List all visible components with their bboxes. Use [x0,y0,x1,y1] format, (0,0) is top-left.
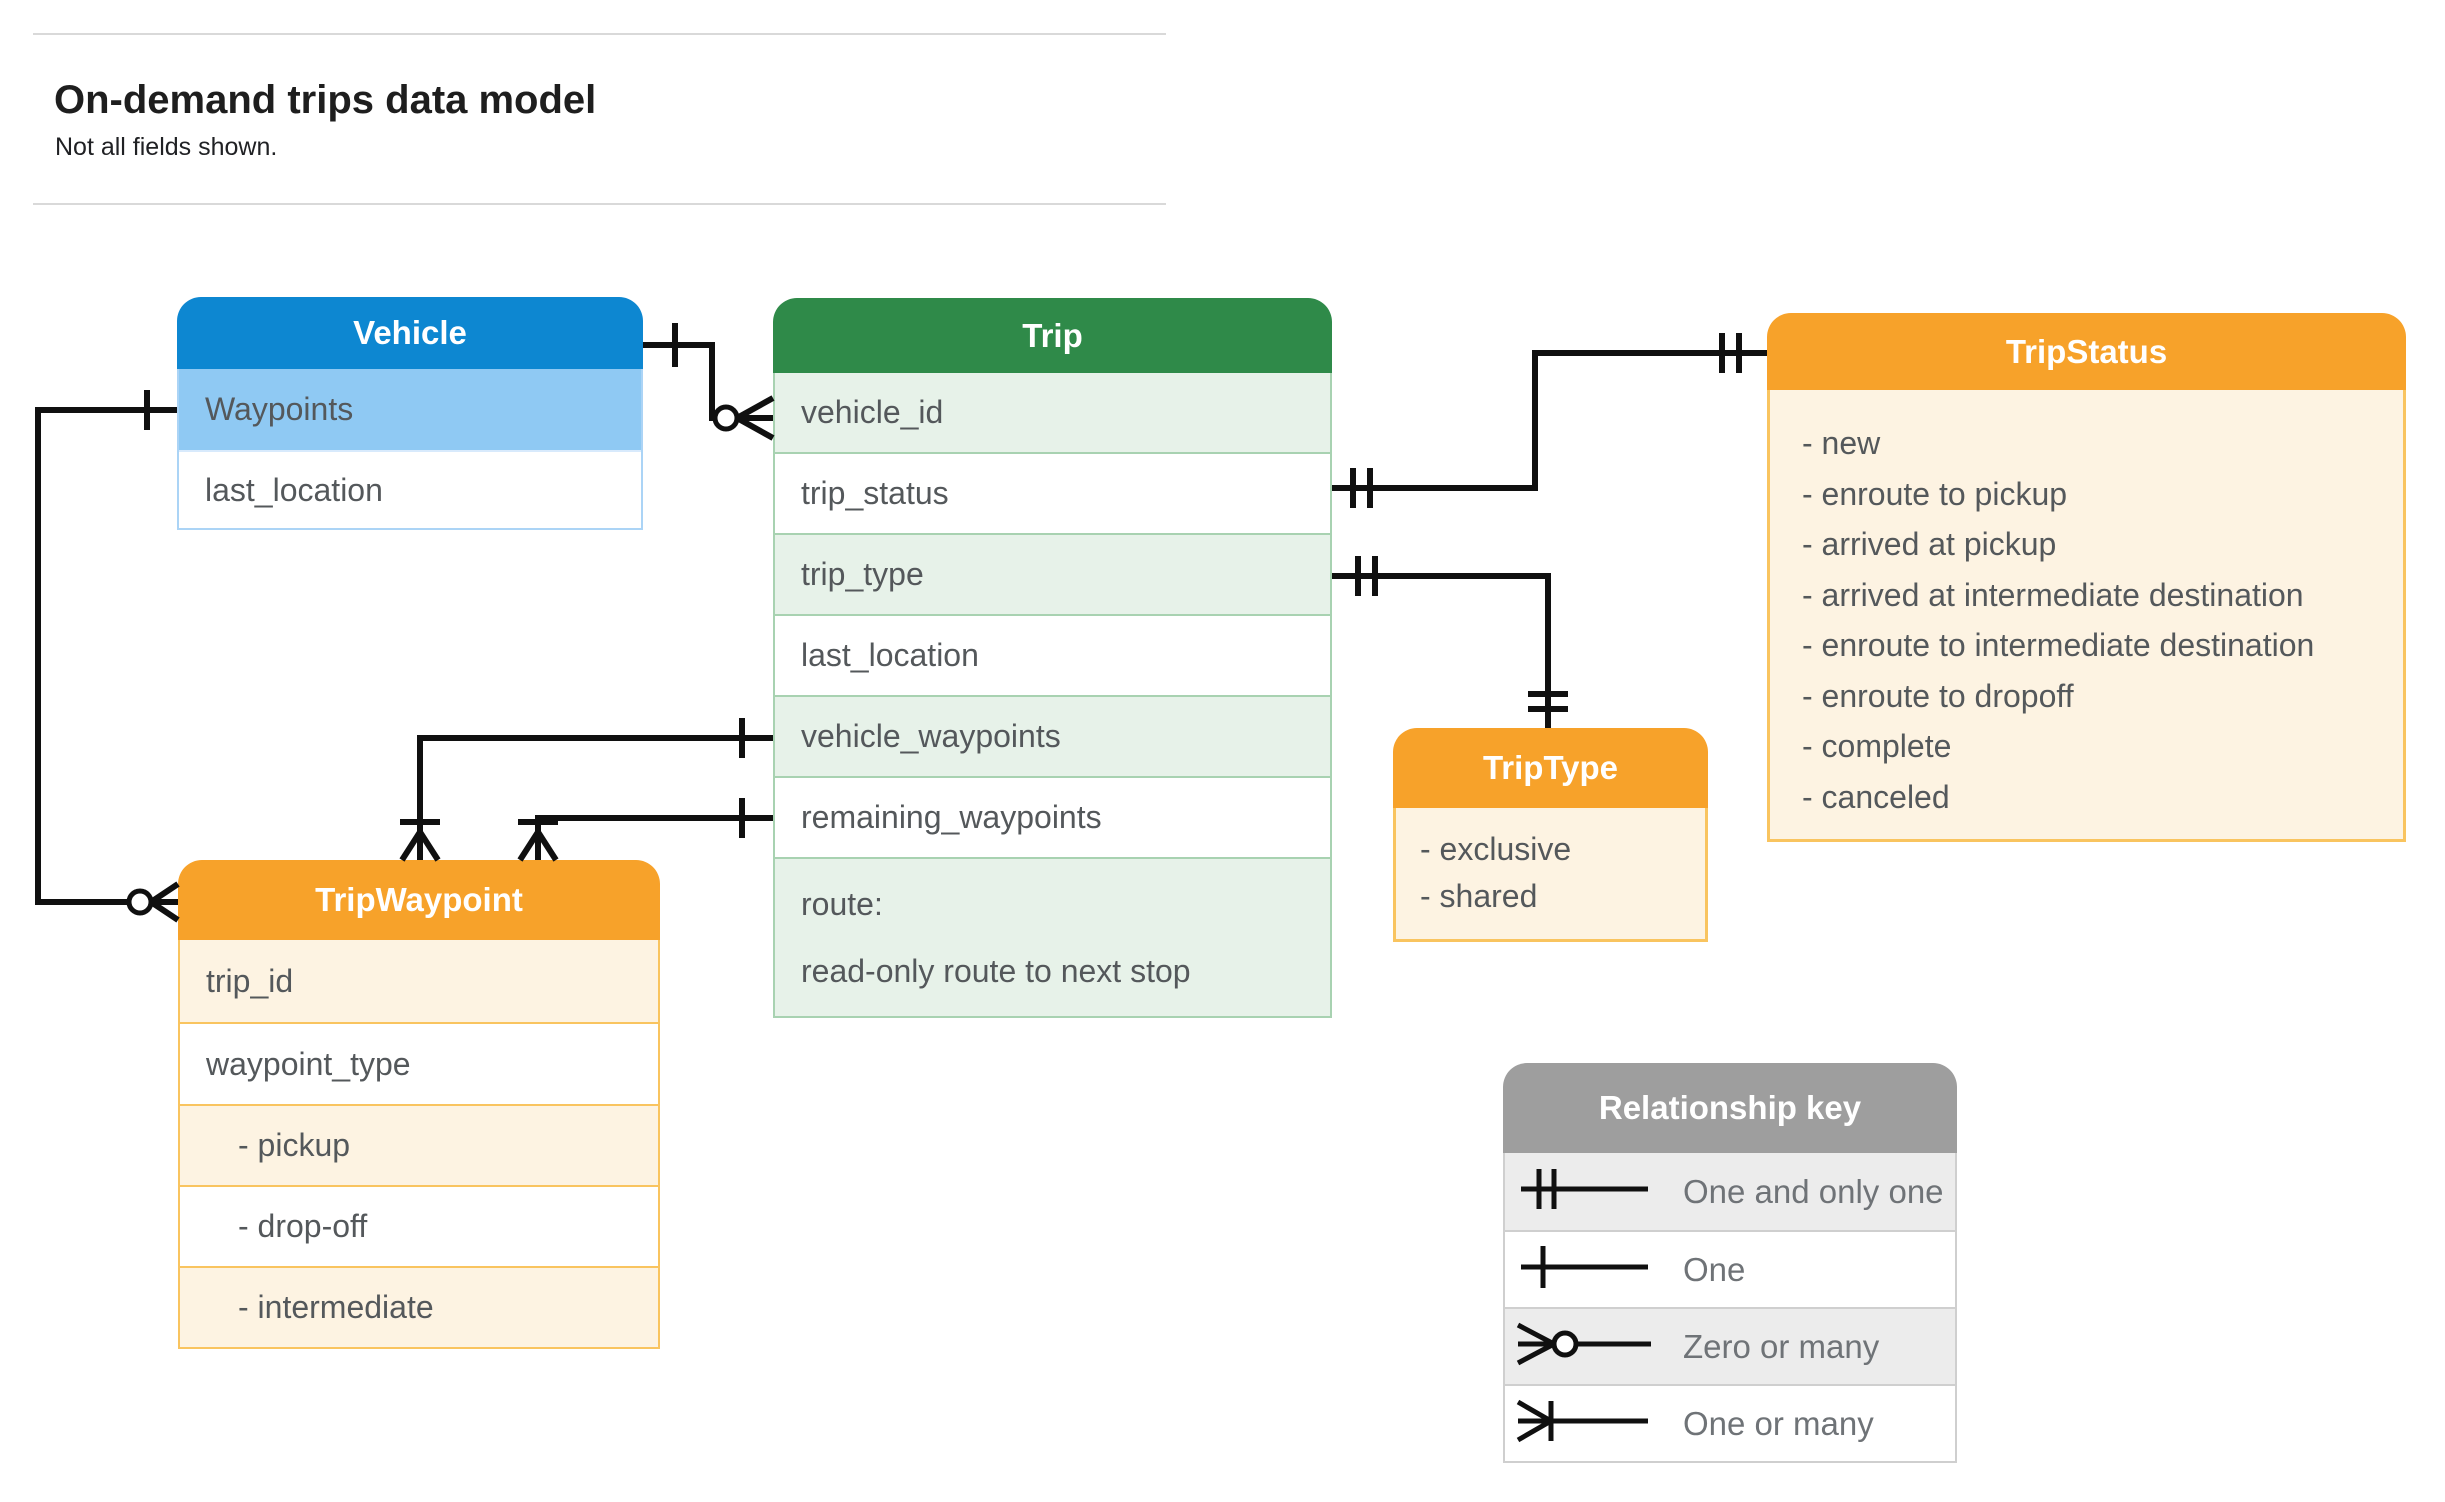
value-pickup: - pickup [180,1104,658,1185]
value-intermediate: - intermediate [180,1266,658,1347]
legend-row: One or many [1505,1384,1955,1461]
status-value: - enroute to intermediate destination [1802,627,2315,663]
field-trip-last-location: last_location [775,614,1330,695]
field-last-location: last_location [179,450,641,528]
legend-title: Relationship key [1503,1063,1957,1153]
one-icon [1505,1237,1683,1302]
entity-trip-type: TripType - exclusive - shared [1393,728,1708,942]
status-value: - enroute to pickup [1802,475,2068,512]
entity-trip: Trip vehicle_id trip_status trip_type la… [773,298,1332,1018]
page-subtitle: Not all fields shown. [55,133,278,161]
type-value: - shared [1420,878,1538,914]
status-value: - arrived at intermediate destination [1802,576,2304,613]
status-value: - complete [1802,728,1952,764]
status-value: - enroute to dropoff [1802,677,2074,714]
field-route: route: read-only route to next stop [775,857,1330,1016]
legend: Relationship key One and only one [1503,1063,1957,1463]
status-value: - canceled [1802,778,1950,815]
connector-vehicle-trip [643,342,726,421]
value-drop-off: - drop-off [180,1185,658,1266]
connector-trip-tripwaypoint-2 [535,815,773,832]
legend-row: One [1505,1230,1955,1307]
legend-row: One and only one [1505,1153,1955,1230]
entity-trip-waypoint-body: trip_id waypoint_type - pickup - drop-of… [178,940,660,1349]
entity-trip-waypoint-title: TripWaypoint [178,860,660,940]
field-route-line1: route: [801,885,883,922]
status-value: - arrived at pickup [1802,526,2057,562]
legend-label: One [1683,1250,1746,1288]
entity-vehicle: Vehicle Waypoints last_location [177,297,643,530]
entity-trip-body: vehicle_id trip_status trip_type last_lo… [773,373,1332,1018]
entity-trip-status: TripStatus - new - enroute to pickup - a… [1767,313,2406,842]
entity-vehicle-title: Vehicle [177,297,643,369]
entity-trip-status-title: TripStatus [1767,313,2406,390]
top-rule [33,33,1166,35]
one-and-only-one-icon [1505,1159,1683,1224]
connector-vehicle-tripwaypoint [35,407,177,905]
status-value: - new [1802,425,1881,461]
entity-trip-waypoint: TripWaypoint trip_id waypoint_type - pic… [178,860,660,1349]
entity-trip-title: Trip [773,298,1332,373]
field-waypoints: Waypoints [179,369,641,450]
connector-trip-tripwaypoint-1 [417,735,773,832]
entity-trip-type-body: - exclusive - shared [1393,808,1708,942]
connector-trip-triptype [1332,573,1551,728]
type-value: - exclusive [1420,831,1572,867]
field-trip-status: trip_status [775,452,1330,533]
one-or-many-icon [1505,1391,1683,1456]
legend-label: Zero or many [1683,1327,1880,1365]
legend-label: One or many [1683,1404,1874,1442]
field-waypoint-type: waypoint_type [180,1022,658,1104]
page-title: On-demand trips data model [54,78,597,122]
field-trip-type: trip_type [775,533,1330,614]
field-trip-id: trip_id [180,940,658,1022]
entity-vehicle-body: Waypoints last_location [177,369,643,530]
zero-or-many-icon [1505,1314,1683,1379]
field-route-line2: read-only route to next stop [801,952,1191,989]
legend-body: One and only one One [1503,1153,1957,1463]
field-vehicle-id: vehicle_id [775,373,1330,452]
entity-trip-status-body: - new - enroute to pickup - arrived at p… [1767,390,2406,842]
connector-trip-tripstatus [1332,350,1767,491]
field-remaining-waypoints: remaining_waypoints [775,776,1330,857]
bottom-rule [33,203,1166,205]
legend-label: One and only one [1683,1172,1944,1210]
entity-trip-type-title: TripType [1393,728,1708,808]
field-vehicle-waypoints: vehicle_waypoints [775,695,1330,776]
legend-row: Zero or many [1505,1307,1955,1384]
